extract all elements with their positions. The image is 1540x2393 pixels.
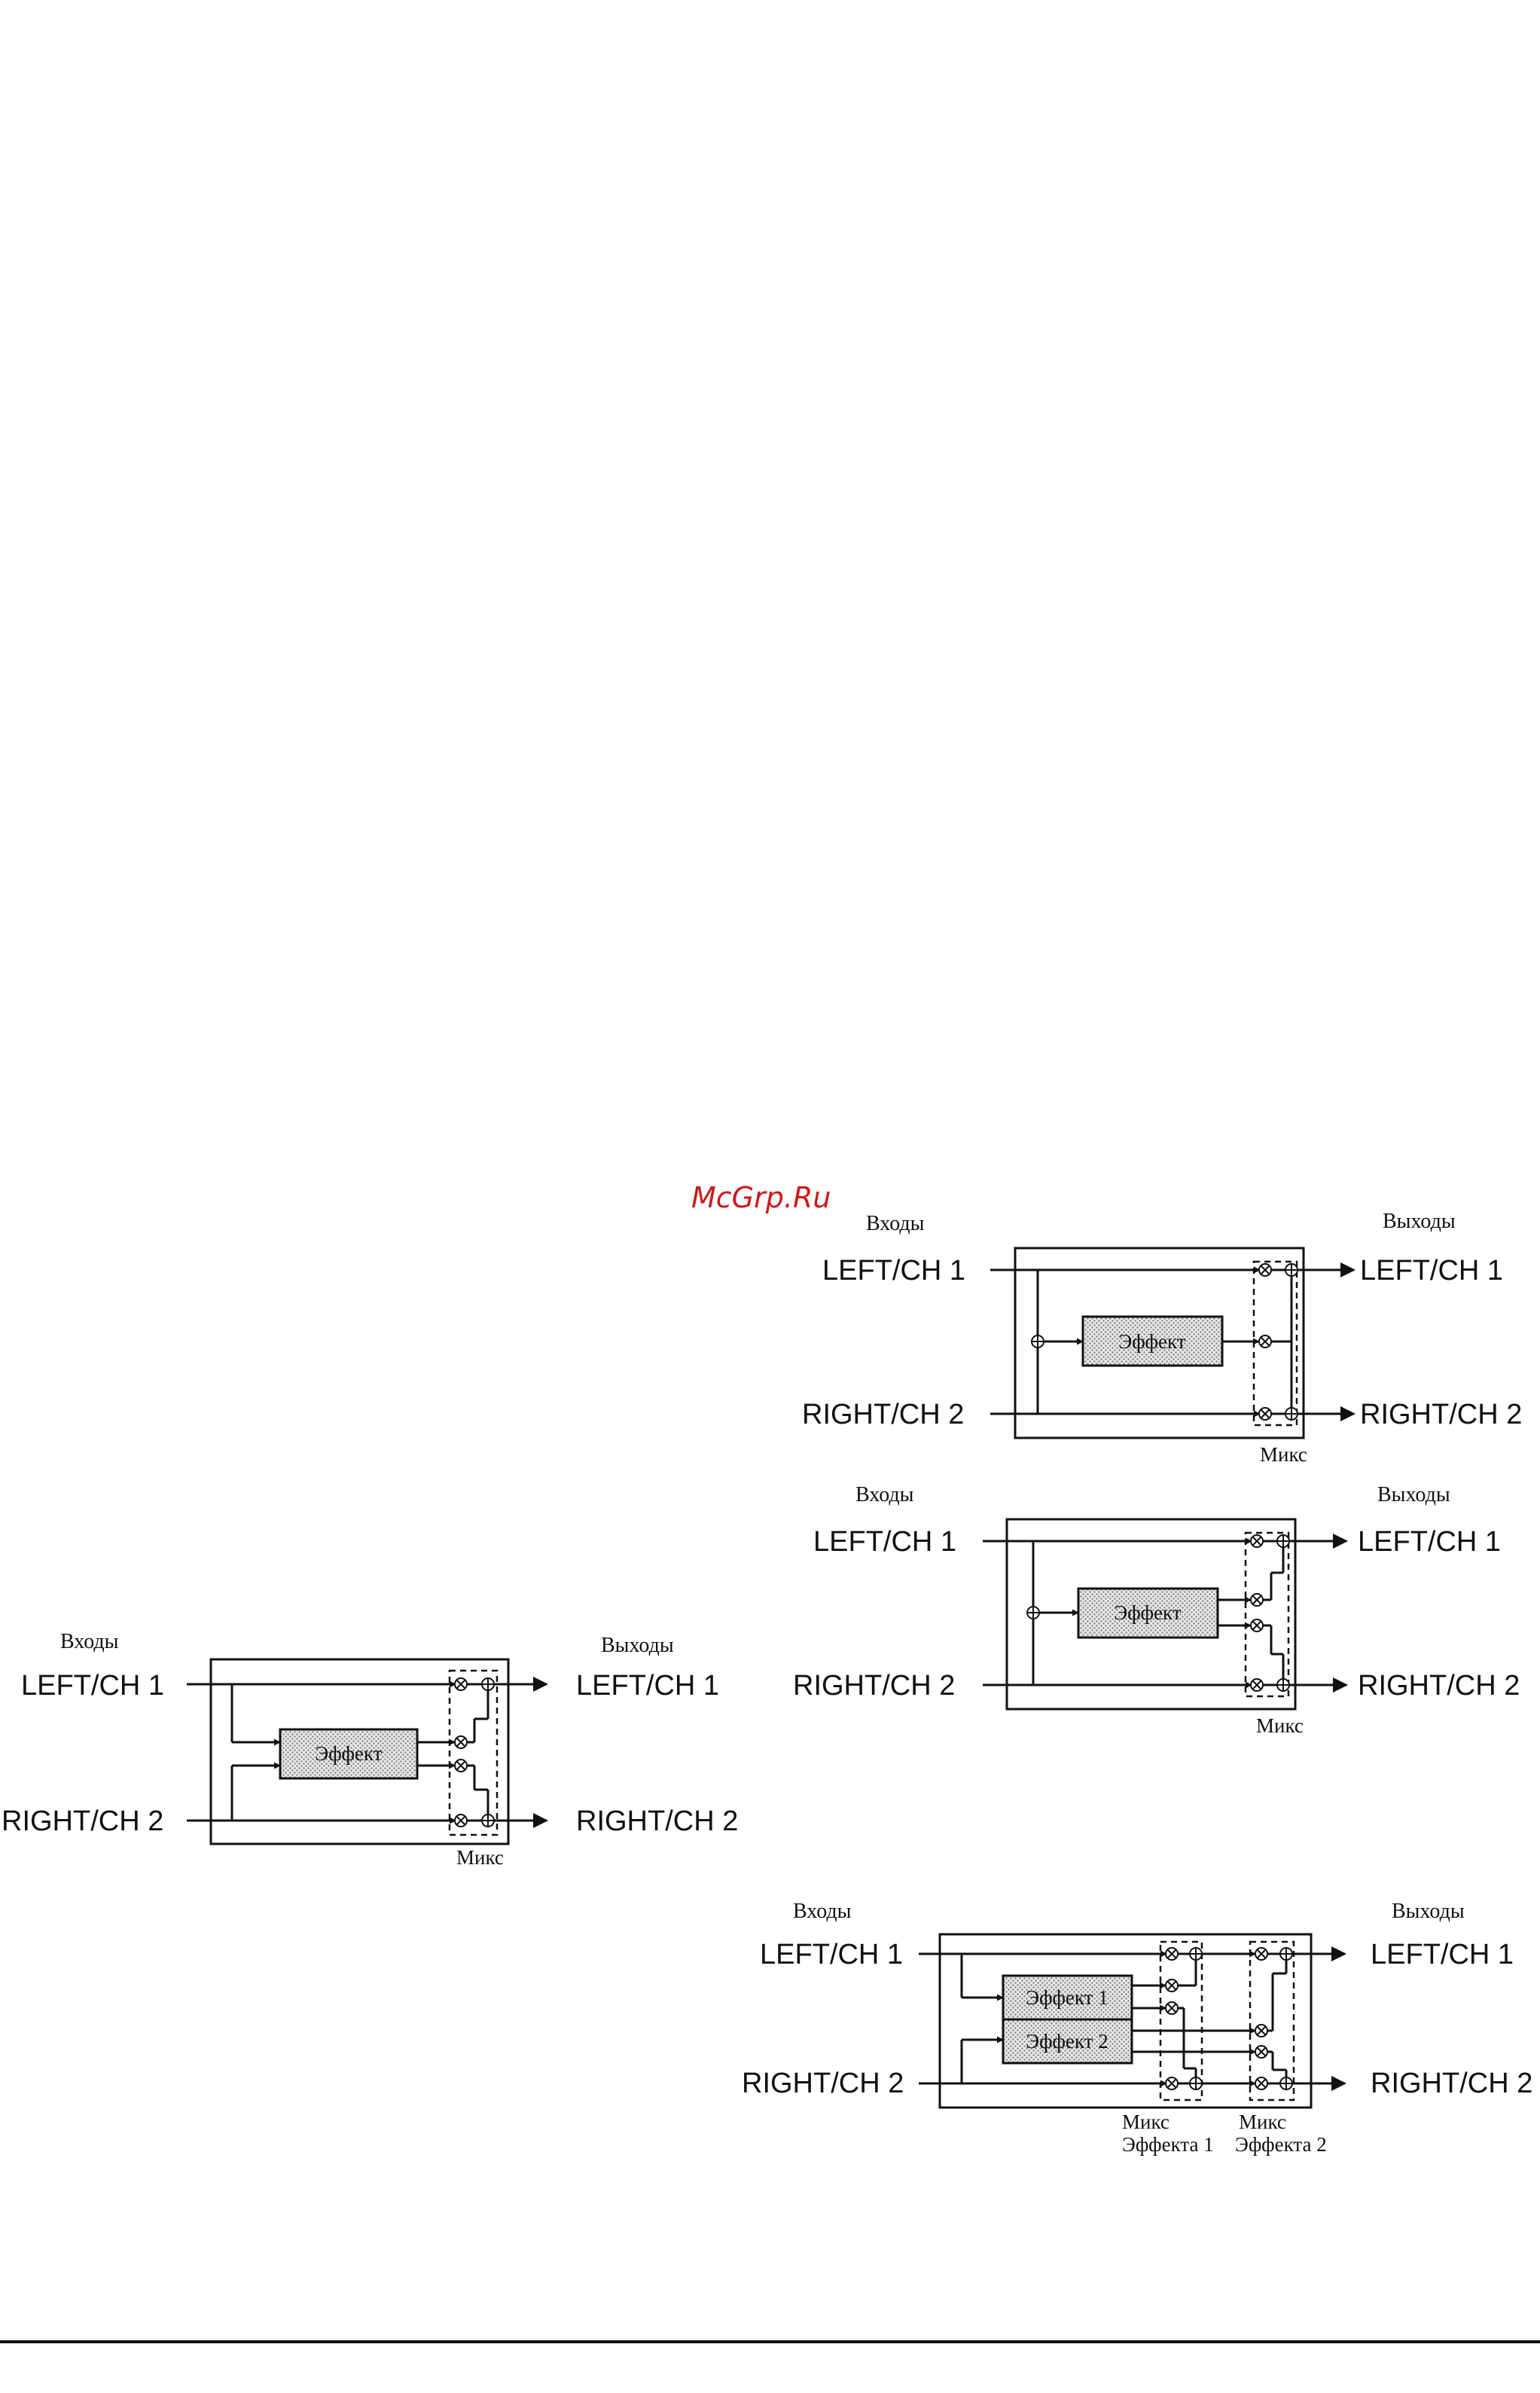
inputs-title: Входы — [866, 1212, 925, 1235]
mix-1-label-line2: Эффекта 1 — [1122, 2133, 1214, 2156]
output-right-label: RIGHT/CH 2 — [576, 1805, 738, 1837]
output-left-label: LEFT/CH 1 — [1371, 1939, 1514, 1970]
input-left-label: LEFT/CH 1 — [822, 1255, 965, 1287]
output-left-label: LEFT/CH 1 — [1358, 1526, 1501, 1558]
device-frame — [938, 1933, 1313, 2109]
device-frame — [1014, 1247, 1305, 1439]
output-left-label: LEFT/CH 1 — [576, 1670, 719, 1702]
effect-2-label: Эффект 2 — [1026, 2030, 1108, 2053]
outputs-title: Выходы — [601, 1634, 674, 1657]
device-frame — [209, 1658, 510, 1845]
input-left-label: LEFT/CH 1 — [813, 1526, 956, 1558]
mix-box-1 — [1159, 1940, 1203, 2102]
output-left-label: LEFT/CH 1 — [1360, 1255, 1503, 1287]
watermark: McGrp.Ru — [691, 1181, 831, 1214]
diagram-2 — [983, 1518, 1348, 1711]
device-frame — [1005, 1518, 1297, 1711]
effect-label: Эффект — [315, 1742, 382, 1765]
mix-2-label-line1: Микс — [1239, 2111, 1286, 2133]
sum-node-icon — [1031, 1335, 1044, 1348]
output-right-label: RIGHT/CH 2 — [1358, 1670, 1520, 1702]
diagram-3-labels: Входы Выходы LEFT/CH 1 RIGHT/CH 2 LEFT/C… — [2, 1630, 738, 1869]
diagram-1 — [990, 1247, 1356, 1439]
mix-2-label-line2: Эффекта 2 — [1235, 2133, 1327, 2156]
sum-node-icon — [1285, 1263, 1298, 1421]
sum-node-icon — [481, 1677, 495, 1827]
outputs-title: Выходы — [1392, 1900, 1465, 1923]
sum-node-icon — [1276, 1534, 1290, 1692]
sum-node-icon — [1026, 1606, 1040, 1619]
gain-node-icon — [1165, 1947, 1268, 2090]
input-left-label: LEFT/CH 1 — [21, 1670, 164, 1702]
input-left-label: LEFT/CH 1 — [760, 1939, 903, 1970]
inputs-title: Входы — [60, 1630, 119, 1653]
diagram-3 — [187, 1658, 548, 1845]
input-right-label: RIGHT/CH 2 — [802, 1399, 964, 1430]
diagram-2-labels: Входы Выходы LEFT/CH 1 RIGHT/CH 2 LEFT/C… — [793, 1483, 1520, 1737]
effect-label: Эффект — [1118, 1330, 1185, 1353]
output-right-label: RIGHT/CH 2 — [1371, 2068, 1532, 2099]
mix-label: Микс — [1260, 1443, 1307, 1466]
diagram-4-labels: Входы Выходы LEFT/CH 1 RIGHT/CH 2 LEFT/C… — [742, 1900, 1532, 2156]
diagram-4 — [919, 1933, 1346, 2109]
inputs-title: Входы — [855, 1483, 914, 1506]
gain-node-icon — [1258, 1263, 1272, 1421]
mix-label: Микс — [1256, 1714, 1304, 1737]
outputs-title: Выходы — [1383, 1210, 1456, 1233]
effect-label: Эффект — [1114, 1601, 1181, 1624]
output-right-label: RIGHT/CH 2 — [1360, 1399, 1522, 1430]
effect-block — [1077, 1587, 1219, 1639]
gain-node-icon — [1250, 1534, 1264, 1692]
outputs-title: Выходы — [1377, 1483, 1450, 1506]
inputs-title: Входы — [793, 1900, 852, 1923]
diagram-1-labels: Входы Выходы LEFT/CH 1 RIGHT/CH 2 LEFT/C… — [802, 1210, 1522, 1466]
sum-node-icon — [1189, 1947, 1293, 2090]
effect-block — [279, 1728, 419, 1780]
effect-1-label: Эффект 1 — [1026, 1986, 1108, 2009]
effect-2-block — [1002, 2018, 1133, 2065]
mix-label: Микс — [456, 1846, 504, 1869]
mix-1-label-line1: Микс — [1122, 2111, 1169, 2133]
mix-box — [448, 1669, 499, 1836]
input-right-label: RIGHT/CH 2 — [793, 1670, 955, 1702]
mix-box — [1244, 1531, 1290, 1698]
mix-box-2 — [1249, 1940, 1295, 2102]
input-right-label: RIGHT/CH 2 — [2, 1805, 163, 1837]
input-right-label: RIGHT/CH 2 — [742, 2068, 904, 2099]
gain-node-icon — [454, 1677, 468, 1827]
